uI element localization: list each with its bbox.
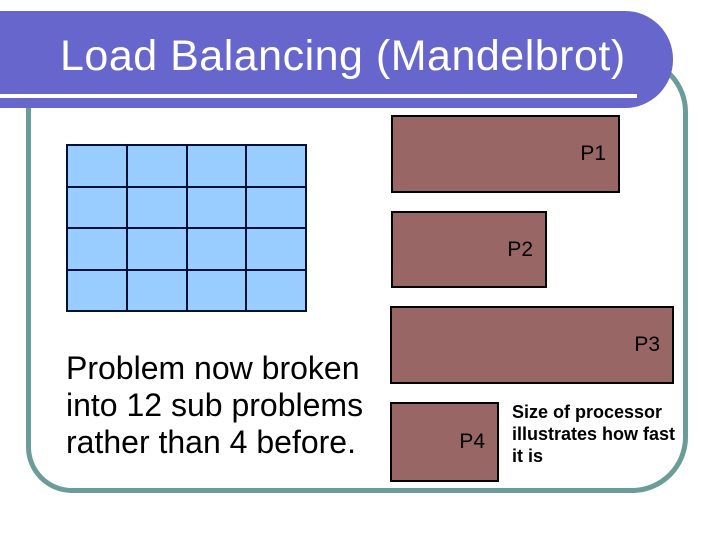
processor-label: P2 [507, 237, 533, 261]
processor-label: P3 [634, 333, 660, 356]
grid-cell [68, 146, 126, 186]
processor-box-p1: P1 [391, 115, 620, 193]
body-text: Problem now broken into 12 sub problems … [66, 350, 363, 461]
slide-title: Load Balancing (Mandelbrot) [60, 32, 626, 80]
grid-cell [127, 187, 186, 227]
grid-cell [127, 229, 186, 269]
body-text-line: Problem now broken [66, 350, 360, 386]
title-underline [0, 94, 637, 98]
grid-cell [127, 270, 186, 310]
processor-box-p2: P2 [391, 211, 547, 288]
grid-cell [247, 187, 305, 227]
subproblem-grid [66, 144, 307, 312]
processor-box-p3: P3 [390, 306, 674, 384]
processor-box-p4: P4 [390, 402, 499, 482]
caption-line: Size of processor [512, 402, 663, 422]
title-banner: Load Balancing (Mandelbrot) [0, 11, 673, 108]
size-caption: Size of processor illustrates how fast i… [512, 401, 675, 467]
body-text-line: rather than 4 before. [66, 424, 356, 460]
processor-label: P4 [459, 430, 485, 453]
grid-cell [127, 146, 186, 186]
caption-line: illustrates how fast [512, 424, 676, 444]
grid-cell [187, 229, 246, 269]
grid-cell [247, 270, 305, 310]
body-text-line: into 12 sub problems [66, 387, 364, 423]
grid-cell [247, 146, 305, 186]
caption-line: it is [512, 446, 544, 466]
grid-cell [68, 270, 126, 310]
grid-cell [247, 229, 305, 269]
processor-label: P1 [580, 142, 606, 165]
grid-cell [187, 270, 246, 310]
grid-cell [187, 187, 246, 227]
grid-cell [68, 187, 126, 227]
grid-cell [187, 146, 246, 186]
grid-cell [68, 229, 126, 269]
